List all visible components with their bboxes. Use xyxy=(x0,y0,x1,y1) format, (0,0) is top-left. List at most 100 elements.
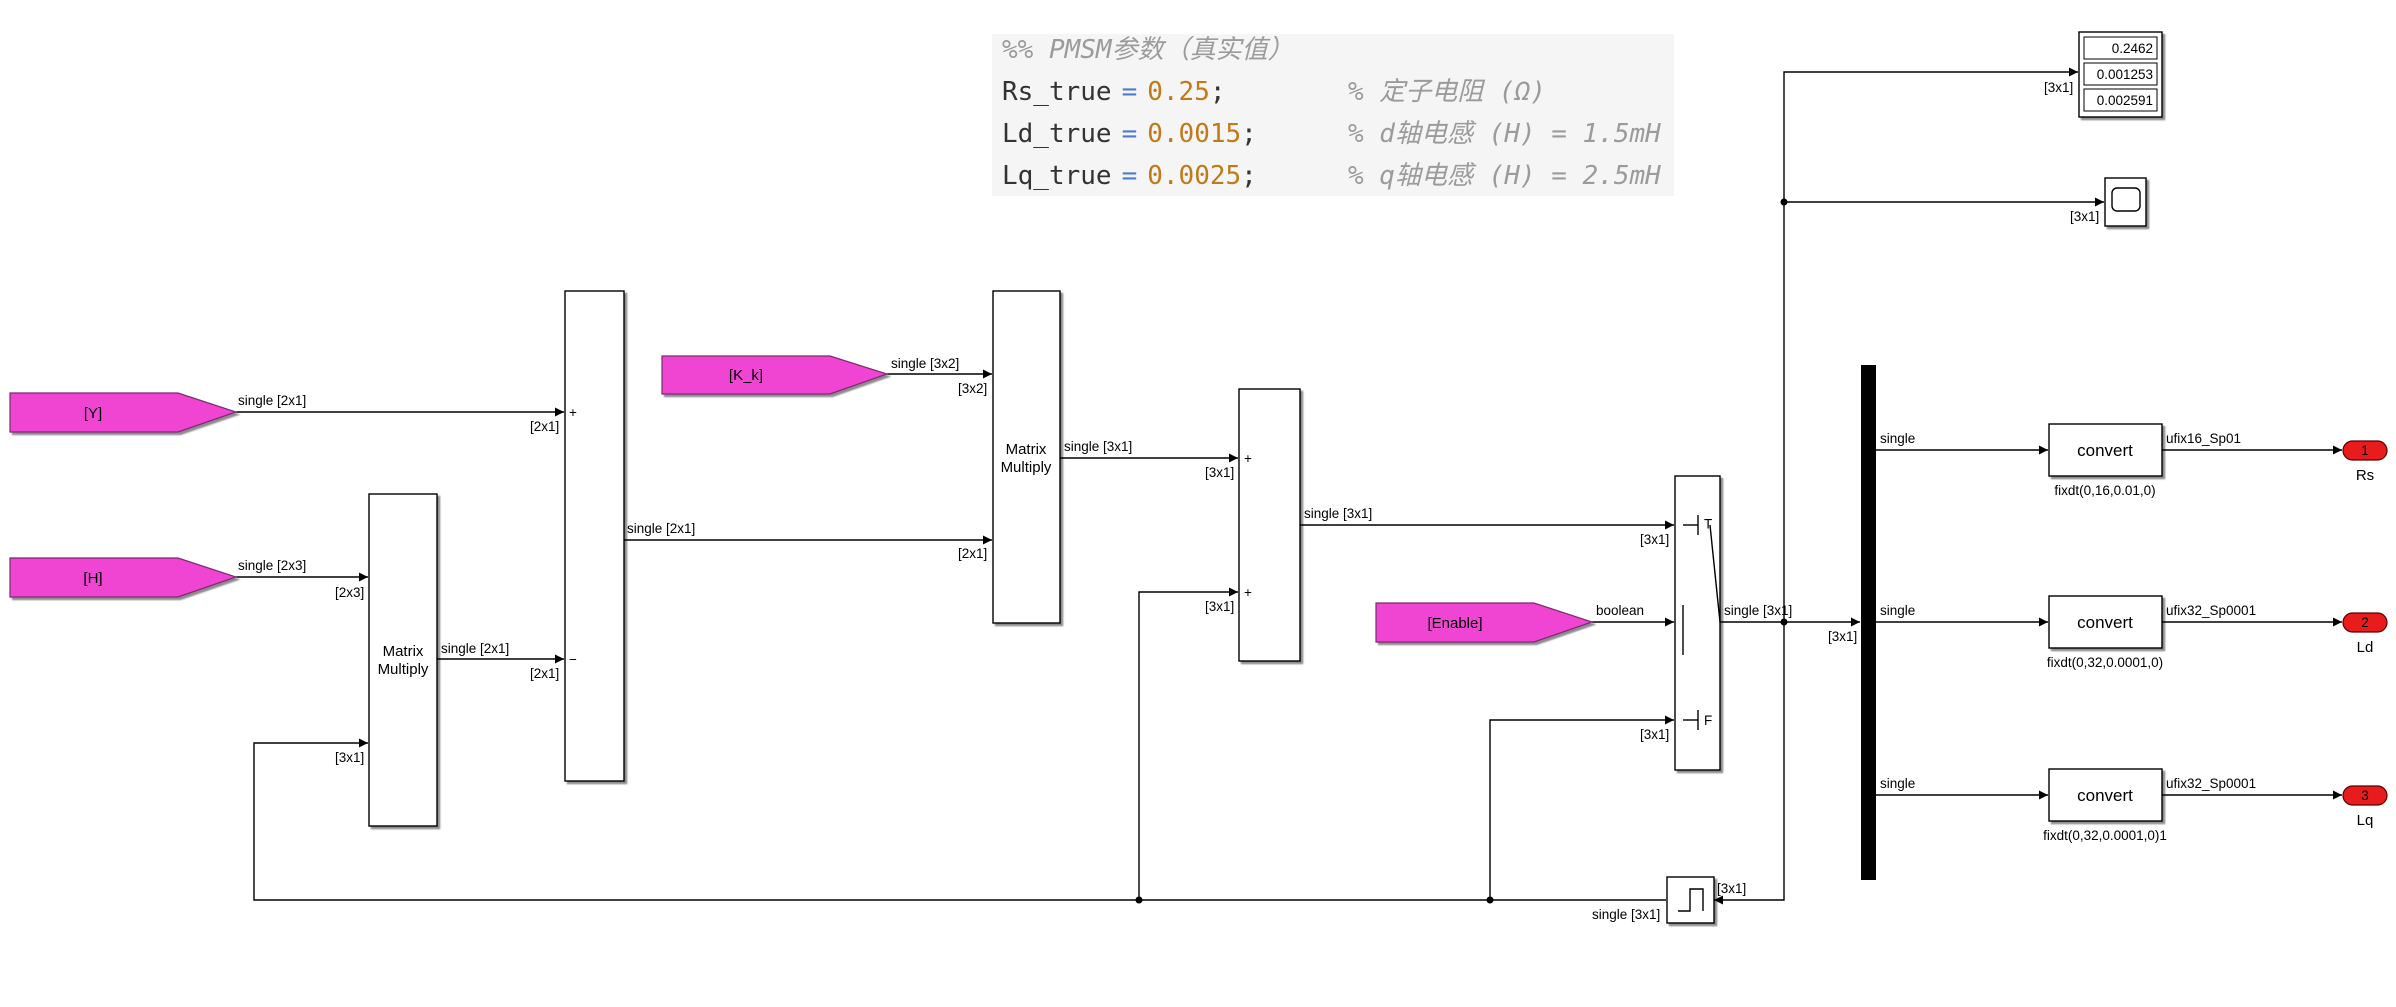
from-tag-kk-label: [K_k] xyxy=(729,367,763,384)
signal-sum1-out: single [2x1] xyxy=(627,521,695,536)
matrix-multiply-block-1[interactable]: Matrix Multiply xyxy=(368,493,438,827)
signal-h-out: single [2x3] xyxy=(238,558,306,573)
signal-kk-out: single [3x2] xyxy=(891,356,959,371)
wire-feedback-switch-f[interactable] xyxy=(1489,715,1674,900)
display-value-rs: 0.2462 xyxy=(2112,41,2153,56)
display-cell xyxy=(2083,88,2158,112)
switch-f-label: F xyxy=(1704,713,1712,728)
from-tag-y[interactable]: [Y] xyxy=(9,392,238,433)
signal-sum2-out: single [3x1] xyxy=(1304,506,1372,521)
signal-h-dim: [2x3] xyxy=(335,585,364,600)
from-tag-y-label: [Y] xyxy=(84,405,102,422)
signal-mm1-out: single [2x1] xyxy=(441,641,509,656)
code-comment-lq: % q轴电感 (H) = 2.5mH xyxy=(1348,161,1661,191)
sum2-plus-sign-top: + xyxy=(1244,451,1252,466)
display-block[interactable]: 0.2462 0.001253 0.002591 xyxy=(2078,31,2163,118)
signal-feedback-mm1-dim: [3x1] xyxy=(335,750,364,765)
from-tag-kk[interactable]: [K_k] xyxy=(661,355,889,395)
signal-delay-in-dim: [3x1] xyxy=(1717,881,1746,896)
signal-demux-out-2: single xyxy=(1880,603,1915,618)
mm2-label-line2: Multiply xyxy=(1001,459,1052,476)
outport-rs-name: Rs xyxy=(2356,467,2374,484)
convert-block-lq[interactable]: convert fixdt(0,32,0.0001,0)1 xyxy=(2043,768,2167,843)
demux-block[interactable] xyxy=(1861,365,1876,880)
convert-rs-label: convert xyxy=(2077,441,2133,460)
signal-switch-f-dim: [3x1] xyxy=(1640,727,1669,742)
wire-feedback-mm1[interactable] xyxy=(253,738,1666,901)
scope-icon xyxy=(2111,187,2141,212)
mm2-label-line1: Matrix xyxy=(1006,441,1047,458)
switch-block[interactable]: T F xyxy=(1674,475,1721,771)
outport-lq-name: Lq xyxy=(2357,812,2374,829)
signal-convert-out-ld: ufix32_Sp0001 xyxy=(2166,603,2256,618)
unit-delay-block[interactable] xyxy=(1666,876,1715,924)
convert-block-rs[interactable]: convert fixdt(0,16,0.01,0) xyxy=(2048,423,2163,498)
junction-dot xyxy=(1135,896,1143,904)
signal-mm2-out: single [3x1] xyxy=(1064,439,1132,454)
code-line-ld: Ld_true=0.0015; xyxy=(1002,119,1257,149)
signal-y-dim: [2x1] xyxy=(530,419,559,434)
outport-ld-number: 2 xyxy=(2361,615,2369,630)
code-line-rs: Rs_true=0.25; xyxy=(1002,77,1226,107)
display-value-lq: 0.002591 xyxy=(2097,93,2153,108)
sum2-plus-sign-bottom: + xyxy=(1244,585,1252,600)
outport-rs-number: 1 xyxy=(2361,443,2369,458)
signal-scope-dim: [3x1] xyxy=(2070,209,2099,224)
switch-t-label: T xyxy=(1704,517,1712,532)
signal-sum2-out-dim: [3x1] xyxy=(1640,532,1669,547)
signal-mm1-out-dim: [2x1] xyxy=(530,666,559,681)
junction-dot xyxy=(1780,198,1788,206)
signal-labels: single [2x1] [2x1] single [2x3] [2x3] [3… xyxy=(238,80,2256,922)
signal-mm2-out-dim: [3x1] xyxy=(1205,465,1234,480)
from-tag-h[interactable]: [H] xyxy=(9,557,238,598)
junction-dot xyxy=(1486,896,1494,904)
signal-switch-out: single [3x1] xyxy=(1724,603,1792,618)
junction-dot xyxy=(1780,618,1788,626)
display-value-ld: 0.001253 xyxy=(2097,67,2153,82)
wires xyxy=(236,67,2342,905)
code-line-lq: Lq_true=0.0025; xyxy=(1002,161,1257,191)
outport-lq-number: 3 xyxy=(2361,788,2369,803)
wire-feedback-sum2[interactable] xyxy=(1138,587,1238,900)
outport-ld[interactable]: 2 Ld xyxy=(2342,612,2388,656)
signal-y-out: single [2x1] xyxy=(238,393,306,408)
scope-block[interactable] xyxy=(2104,177,2147,227)
code-comment-header: %% PMSM参数（真实值） xyxy=(1002,35,1294,65)
signal-demux-out-1: single xyxy=(1880,431,1915,446)
signal-display-dim: [3x1] xyxy=(2044,80,2073,95)
display-cell xyxy=(2083,62,2158,86)
sum-block-1[interactable]: + − xyxy=(564,290,625,782)
code-annotation: %% PMSM参数（真实值） Rs_true=0.25; % 定子电阻 (Ω) … xyxy=(992,34,1674,196)
code-comment-ld: % d轴电感 (H) = 1.5mH xyxy=(1348,119,1661,149)
signal-convert-out-lq: ufix32_Sp0001 xyxy=(2166,776,2256,791)
from-tag-h-label: [H] xyxy=(83,570,102,587)
wire-branch-delay[interactable] xyxy=(1714,622,1785,905)
matrix-multiply-block-2[interactable]: Matrix Multiply xyxy=(992,290,1061,624)
code-comment-rs: % 定子电阻 (Ω) xyxy=(1348,77,1546,107)
signal-enable-out: boolean xyxy=(1596,603,1644,618)
signal-convert-out-rs: ufix16_Sp01 xyxy=(2166,431,2241,446)
sum1-minus-sign: − xyxy=(569,652,577,667)
outport-lq[interactable]: 3 Lq xyxy=(2342,785,2388,829)
convert-ld-param: fixdt(0,32,0.0001,0) xyxy=(2047,655,2163,670)
signal-kk-dim: [3x2] xyxy=(958,381,987,396)
sum-block-2[interactable]: + + xyxy=(1238,388,1301,662)
convert-lq-label: convert xyxy=(2077,786,2133,805)
from-tag-enable[interactable]: [Enable] xyxy=(1375,602,1594,643)
convert-lq-param: fixdt(0,32,0.0001,0)1 xyxy=(2043,828,2167,843)
signal-demux-out-3: single xyxy=(1880,776,1915,791)
outport-rs[interactable]: 1 Rs xyxy=(2342,440,2388,484)
outport-ld-name: Ld xyxy=(2357,639,2374,656)
display-cell xyxy=(2083,36,2158,60)
signal-feedback-sum2-dim: [3x1] xyxy=(1205,599,1234,614)
signal-sum1-out-dim: [2x1] xyxy=(958,546,987,561)
wire-branch-display[interactable] xyxy=(1783,67,2078,622)
mm1-label-line2: Multiply xyxy=(378,661,429,678)
from-tag-enable-label: [Enable] xyxy=(1427,615,1482,632)
mm1-label-line1: Matrix xyxy=(383,643,424,660)
sum1-plus-sign: + xyxy=(569,405,577,420)
convert-block-ld[interactable]: convert fixdt(0,32,0.0001,0) xyxy=(2047,595,2163,670)
convert-rs-param: fixdt(0,16,0.01,0) xyxy=(2054,483,2155,498)
signal-demux-in-dim: [3x1] xyxy=(1828,629,1857,644)
